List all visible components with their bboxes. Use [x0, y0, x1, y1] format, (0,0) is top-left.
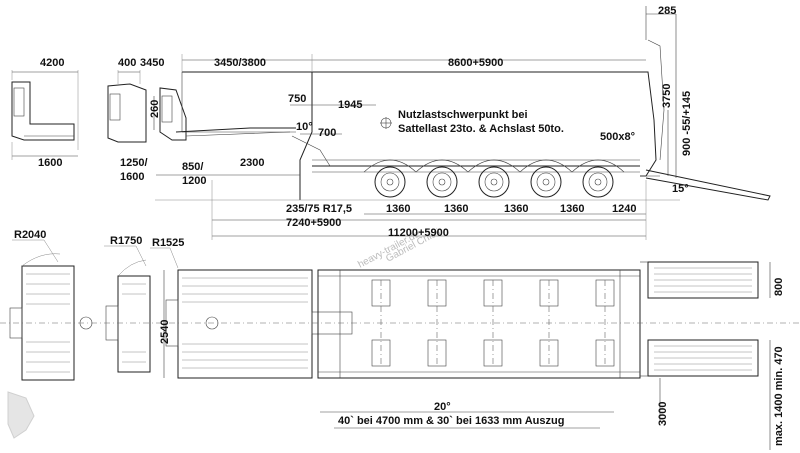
dim-3000: 3000	[657, 402, 669, 426]
tractor-side-view-small	[11, 70, 147, 160]
radius-1750: R1750	[110, 235, 142, 247]
dim-7240: 7240+5900	[286, 217, 341, 229]
dim-1200: 1200	[182, 175, 206, 187]
dim-1360-2: 1360	[444, 203, 468, 215]
dim-285: 285	[658, 5, 676, 17]
dim-800: 800	[773, 278, 785, 296]
axle-group-3	[483, 279, 503, 367]
dim-260: 260	[149, 100, 161, 118]
dim-max-min: max. 1400 min. 470	[773, 346, 785, 446]
note-line-1: Nutzlastschwerpunkt bei	[398, 109, 528, 121]
watermark: heavy-trailer.de Gabriel Chieli	[7, 227, 442, 439]
watermark-logo-icon	[7, 391, 35, 439]
note-line-2: Sattellast 23to. & Achslast 50to.	[398, 123, 564, 135]
steering-note: 40` bei 4700 mm & 30` bei 1633 mm Auszug	[338, 415, 564, 427]
tire-size: 235/75 R17,5	[286, 203, 352, 215]
wheel-5	[582, 166, 614, 198]
dim-3750: 3750	[661, 84, 673, 108]
dim-2300: 2300	[240, 157, 264, 169]
dim-8600: 8600+5900	[448, 57, 503, 69]
dim-1360-1: 1360	[386, 203, 410, 215]
dim-900: 900 -55/+145	[681, 91, 693, 156]
dim-400: 400	[118, 57, 136, 69]
angle-20deg: 20°	[434, 401, 451, 413]
dim-3450-3800: 3450/3800	[214, 57, 266, 69]
dim-500x8: 500x8°	[600, 131, 635, 143]
dim-4200: 4200	[40, 57, 64, 69]
dim-850: 850/	[182, 161, 203, 173]
trailer-side-view	[155, 6, 771, 201]
dim-11200: 11200+5900	[388, 227, 449, 239]
dim-2540: 2540	[159, 320, 171, 344]
dim-750: 750	[288, 93, 306, 105]
dim-10deg: 10°	[296, 121, 313, 133]
dim-1240: 1240	[612, 203, 636, 215]
axle-group-5	[595, 279, 615, 367]
dim-1600: 1600	[38, 157, 62, 169]
dim-1600b: 1600	[120, 171, 144, 183]
dim-1945: 1945	[338, 99, 362, 111]
wheel-4	[530, 166, 562, 198]
trailer-top-view	[0, 239, 800, 450]
radius-1525: R1525	[152, 237, 184, 249]
dim-1360-4: 1360	[560, 203, 584, 215]
wheel-1	[374, 166, 406, 198]
side-dimension-lines	[153, 13, 677, 240]
dim-3450: 3450	[140, 57, 164, 69]
dim-15deg: 15°	[672, 183, 689, 195]
axle-group-2	[427, 279, 447, 367]
dim-1250: 1250/	[120, 157, 148, 169]
dim-1360-3: 1360	[504, 203, 528, 215]
radius-2040: R2040	[14, 229, 46, 241]
wheel-3	[478, 166, 510, 198]
wheel-2	[426, 166, 458, 198]
dim-700: 700	[318, 127, 336, 139]
